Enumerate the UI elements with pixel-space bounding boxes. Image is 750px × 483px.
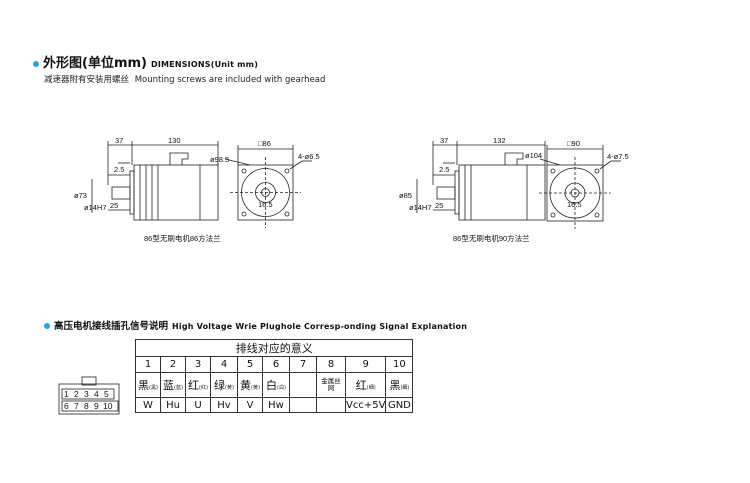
signal-table-color-main: 绿 <box>214 379 226 392</box>
drawing-right: 37 132 2.5 ø85 ø14H7 25 ø104 □90 4-ø7.5 … <box>399 136 629 243</box>
signal-table-color-main: 黑 <box>138 379 150 392</box>
signal-table-color: 红(细) <box>344 372 387 398</box>
signal-table-color-main: 蓝 <box>163 379 175 392</box>
section1-subtitle: 减速器附有安装用螺丝 Mounting screws are included … <box>44 73 325 85</box>
signal-table-number: 2 <box>160 356 186 373</box>
section1-subtitle-en: Mounting screws are included with gearhe… <box>134 75 326 85</box>
signal-table-number: 1 <box>135 356 161 373</box>
signal-table-color: 白(白) <box>262 372 290 398</box>
signal-table-color: 蓝(蓝) <box>160 372 186 398</box>
signal-table-color-main: 白 <box>266 379 278 392</box>
section2-header: 高压电机接线插孔信号说明 High Voltage Wrie Plughole … <box>44 318 467 332</box>
signal-table-number: 4 <box>210 356 238 373</box>
connector-pin-4: 4 <box>94 389 99 399</box>
signal-table-signal <box>316 397 346 413</box>
signal-table-signal: Hv <box>210 397 238 413</box>
signal-table-signal: Vcc+5V <box>344 397 387 413</box>
connector-pin-7: 7 <box>74 401 79 411</box>
signal-table-number: 6 <box>262 356 290 373</box>
connector-diagram: 1 2 3 4 5 6 7 8 9 10 <box>58 376 120 415</box>
section2-title-en: High Voltage Wrie Plughole Corresp-ondin… <box>172 322 468 331</box>
signal-table-color-note: (红) <box>199 385 208 391</box>
section1-title-zh: 外形图(单位mm) <box>43 56 147 71</box>
left-dim-key: 25 <box>110 201 118 210</box>
signal-table-color-note: (白) <box>277 385 286 391</box>
left-dim-square: □86 <box>258 139 271 148</box>
signal-table-signal: U <box>185 397 211 413</box>
right-dim-outer: ø85 <box>399 191 412 200</box>
bullet-dot-icon <box>44 323 50 329</box>
section1-header: 外形图(单位mm) DIMENSIONS(Unit mm) <box>33 52 258 71</box>
signal-table-color: 红(红) <box>185 372 211 398</box>
left-dim-flange: ø98.5 <box>210 155 229 164</box>
signal-table-signal: V <box>237 397 263 413</box>
connector-pin-1: 1 <box>64 389 69 399</box>
left-dim-body-len: 130 <box>168 136 181 145</box>
signal-table-number: 8 <box>316 356 346 373</box>
connector-pin-8: 8 <box>84 401 89 411</box>
connector-pin-5: 5 <box>104 389 109 399</box>
connector-pin-3: 3 <box>84 389 89 399</box>
signal-table-color-note: (蓝) <box>174 385 183 391</box>
signal-table-color-main: 黄 <box>240 379 252 392</box>
left-dim-shaft-dia: ø14H7 <box>84 203 107 212</box>
right-dim-step: 2.5 <box>439 165 449 174</box>
signal-table-signal <box>289 397 317 413</box>
right-dim-flange: ø104 <box>525 151 542 160</box>
section2-title-zh: 高压电机接线插孔信号说明 <box>54 321 169 332</box>
section1-subtitle-zh: 减速器附有安装用螺丝 <box>44 75 130 85</box>
signal-table-signal: Hw <box>262 397 290 413</box>
drawing-left: 37 130 2.5 ø73 ø14H7 25 ø98.5 □86 4-ø6.5… <box>74 136 320 243</box>
right-dim-shaft-len: 37 <box>440 136 448 145</box>
signal-table-number: 5 <box>237 356 263 373</box>
left-dim-center: 16.5 <box>258 200 273 209</box>
connector-pin-6: 6 <box>64 401 69 411</box>
signal-table-color: 黑(细) <box>385 372 414 398</box>
right-dim-shaft-dia: ø14H7 <box>409 203 432 212</box>
left-dim-holes: 4-ø6.5 <box>298 152 320 161</box>
signal-table-color-main: 黑 <box>389 379 401 392</box>
section1-title-en: DIMENSIONS(Unit mm) <box>150 60 259 69</box>
right-caption: 86型无刷电机90方法兰 <box>453 233 530 243</box>
left-dim-shaft-len: 37 <box>115 136 123 145</box>
signal-table-color-main: 红 <box>355 379 367 392</box>
signal-table-signal: Hu <box>160 397 186 413</box>
signal-table-color: 绿(黄) <box>210 372 238 398</box>
signal-table-number: 10 <box>385 356 414 373</box>
signal-table-color-main: 红 <box>188 379 200 392</box>
signal-table-signal: GND <box>385 397 414 413</box>
signal-table-color: 黄(黄) <box>237 372 263 398</box>
signal-table-number: 3 <box>185 356 211 373</box>
signal-table-color-note: (细) <box>366 385 376 391</box>
signal-table-color-main: 金属丝网 <box>321 376 341 392</box>
left-dim-step: 2.5 <box>114 165 124 174</box>
right-dim-key: 25 <box>435 201 443 210</box>
signal-table-color-note: (细) <box>400 385 410 391</box>
signal-table-color-note: (黄) <box>251 385 260 391</box>
signal-table-color-note: (黑) <box>149 385 158 391</box>
signal-table-color: 黑(黑) <box>135 372 161 398</box>
connector-pin-10: 10 <box>103 401 113 411</box>
signal-table-signal: W <box>135 397 161 413</box>
connector-pin-9: 9 <box>94 401 99 411</box>
connector-pin-2: 2 <box>74 389 79 399</box>
signal-table-color <box>289 372 317 398</box>
right-dim-center: 16.5 <box>567 200 582 209</box>
signal-table-color: 金属丝网 <box>316 372 346 398</box>
signal-table-color-note: (黄) <box>225 385 234 391</box>
left-dim-outer: ø73 <box>74 191 87 200</box>
right-dim-holes: 4-ø7.5 <box>607 152 629 161</box>
right-dim-square: □90 <box>567 139 580 148</box>
signal-table-number: 7 <box>289 356 317 373</box>
signal-table-number: 9 <box>344 356 387 373</box>
right-dim-body-len: 132 <box>493 136 506 145</box>
bullet-dot-icon <box>33 61 39 67</box>
left-caption: 86型无刷电机86方法兰 <box>144 233 221 243</box>
signal-table-title: 排线对应的意义 <box>134 339 414 357</box>
